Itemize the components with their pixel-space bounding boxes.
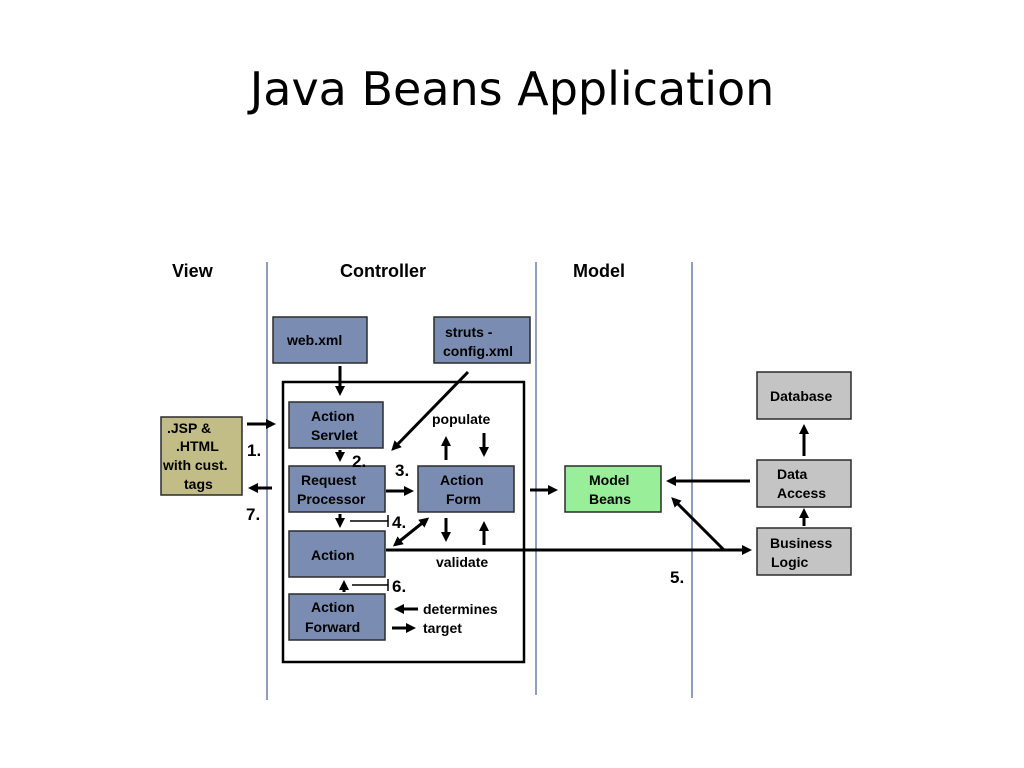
jsp-html-box [160,416,243,496]
model-beans-label-1: Model [589,472,629,488]
step-1-label: 1. [247,441,261,460]
jsp-label-4: tags [184,476,213,492]
database-label: Database [770,388,832,404]
request-processor-label-1: Request [301,472,357,488]
web-xml-box [272,316,368,364]
model-beans-box [564,465,662,513]
business-logic-label-2: Logic [771,554,809,570]
jsp-label-3: with cust. [162,457,228,473]
step-2-label: 2. [352,452,366,471]
step-5-label: 5. [670,568,684,587]
determines-label: determines [423,601,498,617]
web-xml-label: web.xml [286,332,342,348]
arrow-business-to-model [671,497,726,552]
business-logic-label-1: Business [770,535,832,551]
step-7-label: 7. [246,505,260,524]
populate-label: populate [432,411,491,427]
step-4-label: 4. [392,513,406,532]
controller-container [281,380,526,664]
request-processor-box [288,465,386,513]
struts-config-box [433,316,531,364]
action-forward-label-1: Action [311,599,355,615]
action-servlet-box [288,401,384,449]
column-header-model: Model [573,261,625,281]
action-form-label-1: Action [440,472,484,488]
model-beans-label-2: Beans [589,491,631,507]
arrow-form-to-action [392,518,427,547]
data-access-label-1: Data [777,466,808,482]
action-form-label-2: Form [446,491,481,507]
action-form-box [417,465,515,513]
action-forward-label-2: Forward [305,619,360,635]
database-box [756,371,852,420]
data-access-box [756,459,852,508]
struts-config-label-2: config.xml [443,343,513,359]
slide-title: Java Beans Application [249,62,775,116]
arrow-struts-to-processor [391,370,470,451]
step-6-label: 6. [392,577,406,596]
jsp-label-2: .HTML [176,438,219,454]
step-3-label: 3. [395,461,409,480]
column-header-view: View [172,261,214,281]
business-logic-box [756,527,852,576]
action-box [288,530,386,578]
action-servlet-label-1: Action [311,408,355,424]
action-forward-box [288,593,386,641]
action-label: Action [311,547,355,563]
struts-config-label-1: struts - [445,324,493,340]
action-servlet-label-2: Servlet [311,427,358,443]
column-header-controller: Controller [340,261,426,281]
validate-label: validate [436,554,488,570]
target-label: target [423,620,462,636]
request-processor-label-2: Processor [297,491,366,507]
data-access-label-2: Access [777,485,826,501]
jsp-label-1: .JSP & [167,420,211,436]
